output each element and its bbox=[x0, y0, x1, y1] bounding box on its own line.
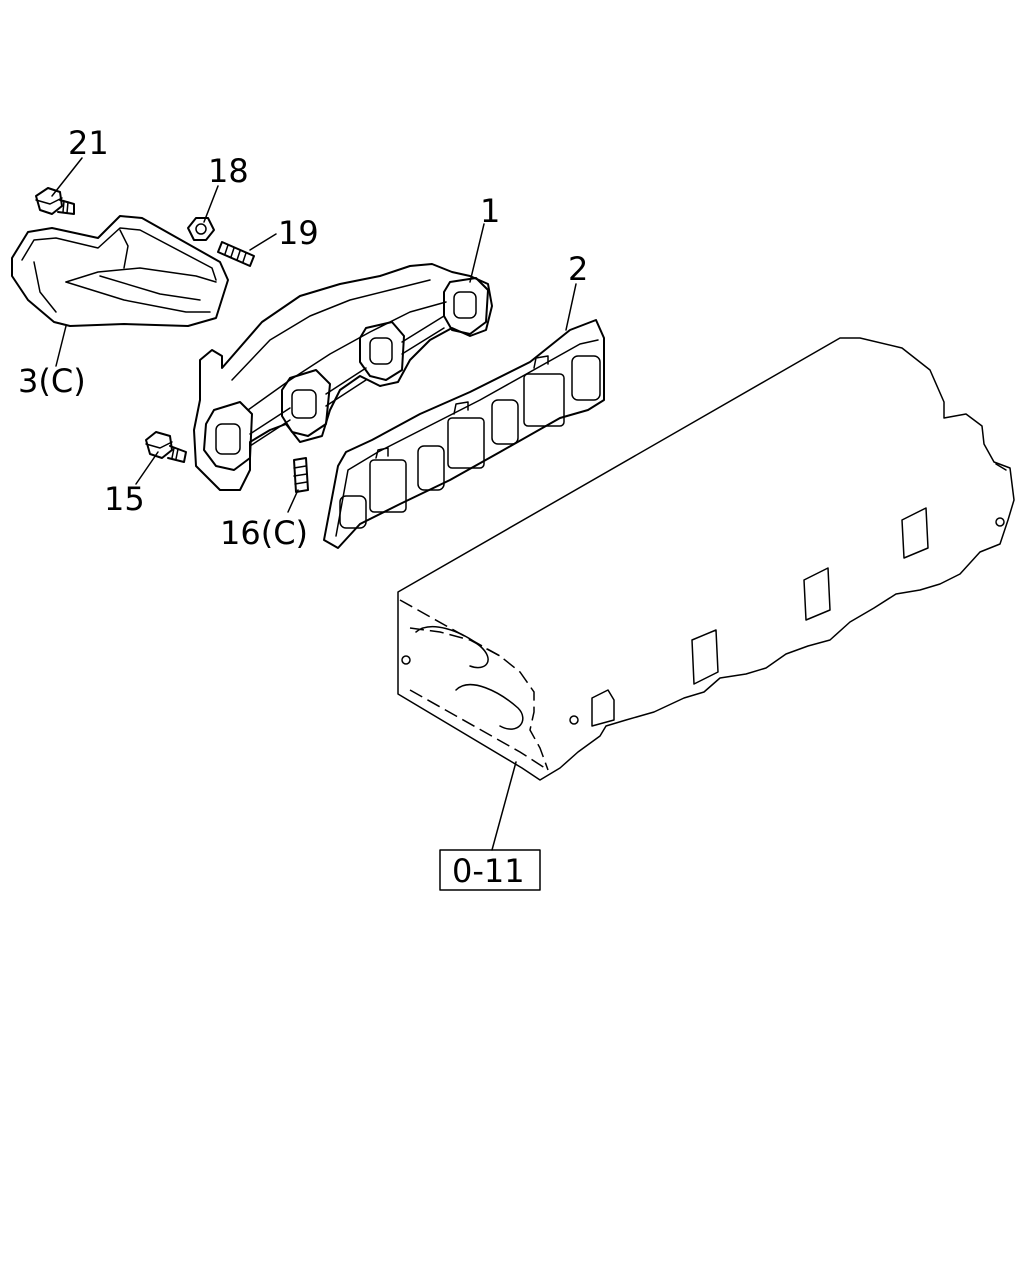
stud-part-19[interactable] bbox=[217, 241, 255, 267]
leader-lines bbox=[51, 157, 577, 851]
callout-labels: 21 18 19 1 2 3(C) 15 16(C) bbox=[18, 124, 588, 552]
bolt-part-15[interactable] bbox=[145, 431, 187, 463]
reference-label: 0-11 bbox=[452, 852, 525, 890]
reference-box[interactable]: 0-11 bbox=[439, 849, 541, 891]
callout-3c: 3(C) bbox=[18, 362, 86, 400]
callout-2: 2 bbox=[568, 250, 588, 288]
callout-1: 1 bbox=[480, 192, 500, 230]
callout-16c: 16(C) bbox=[220, 514, 308, 552]
bolt-part-21[interactable] bbox=[35, 187, 75, 215]
callout-15: 15 bbox=[104, 480, 145, 518]
cylinder-head-outline bbox=[397, 337, 1015, 781]
exhaust-manifold-part[interactable] bbox=[193, 263, 493, 491]
callout-21: 21 bbox=[68, 124, 109, 162]
callout-18: 18 bbox=[208, 152, 249, 190]
stud-part-16[interactable] bbox=[293, 457, 309, 493]
manifold-gasket-part[interactable] bbox=[323, 319, 605, 549]
callout-19: 19 bbox=[278, 214, 319, 252]
heat-shield-part[interactable] bbox=[11, 215, 229, 327]
nut-part-18[interactable] bbox=[187, 217, 215, 241]
